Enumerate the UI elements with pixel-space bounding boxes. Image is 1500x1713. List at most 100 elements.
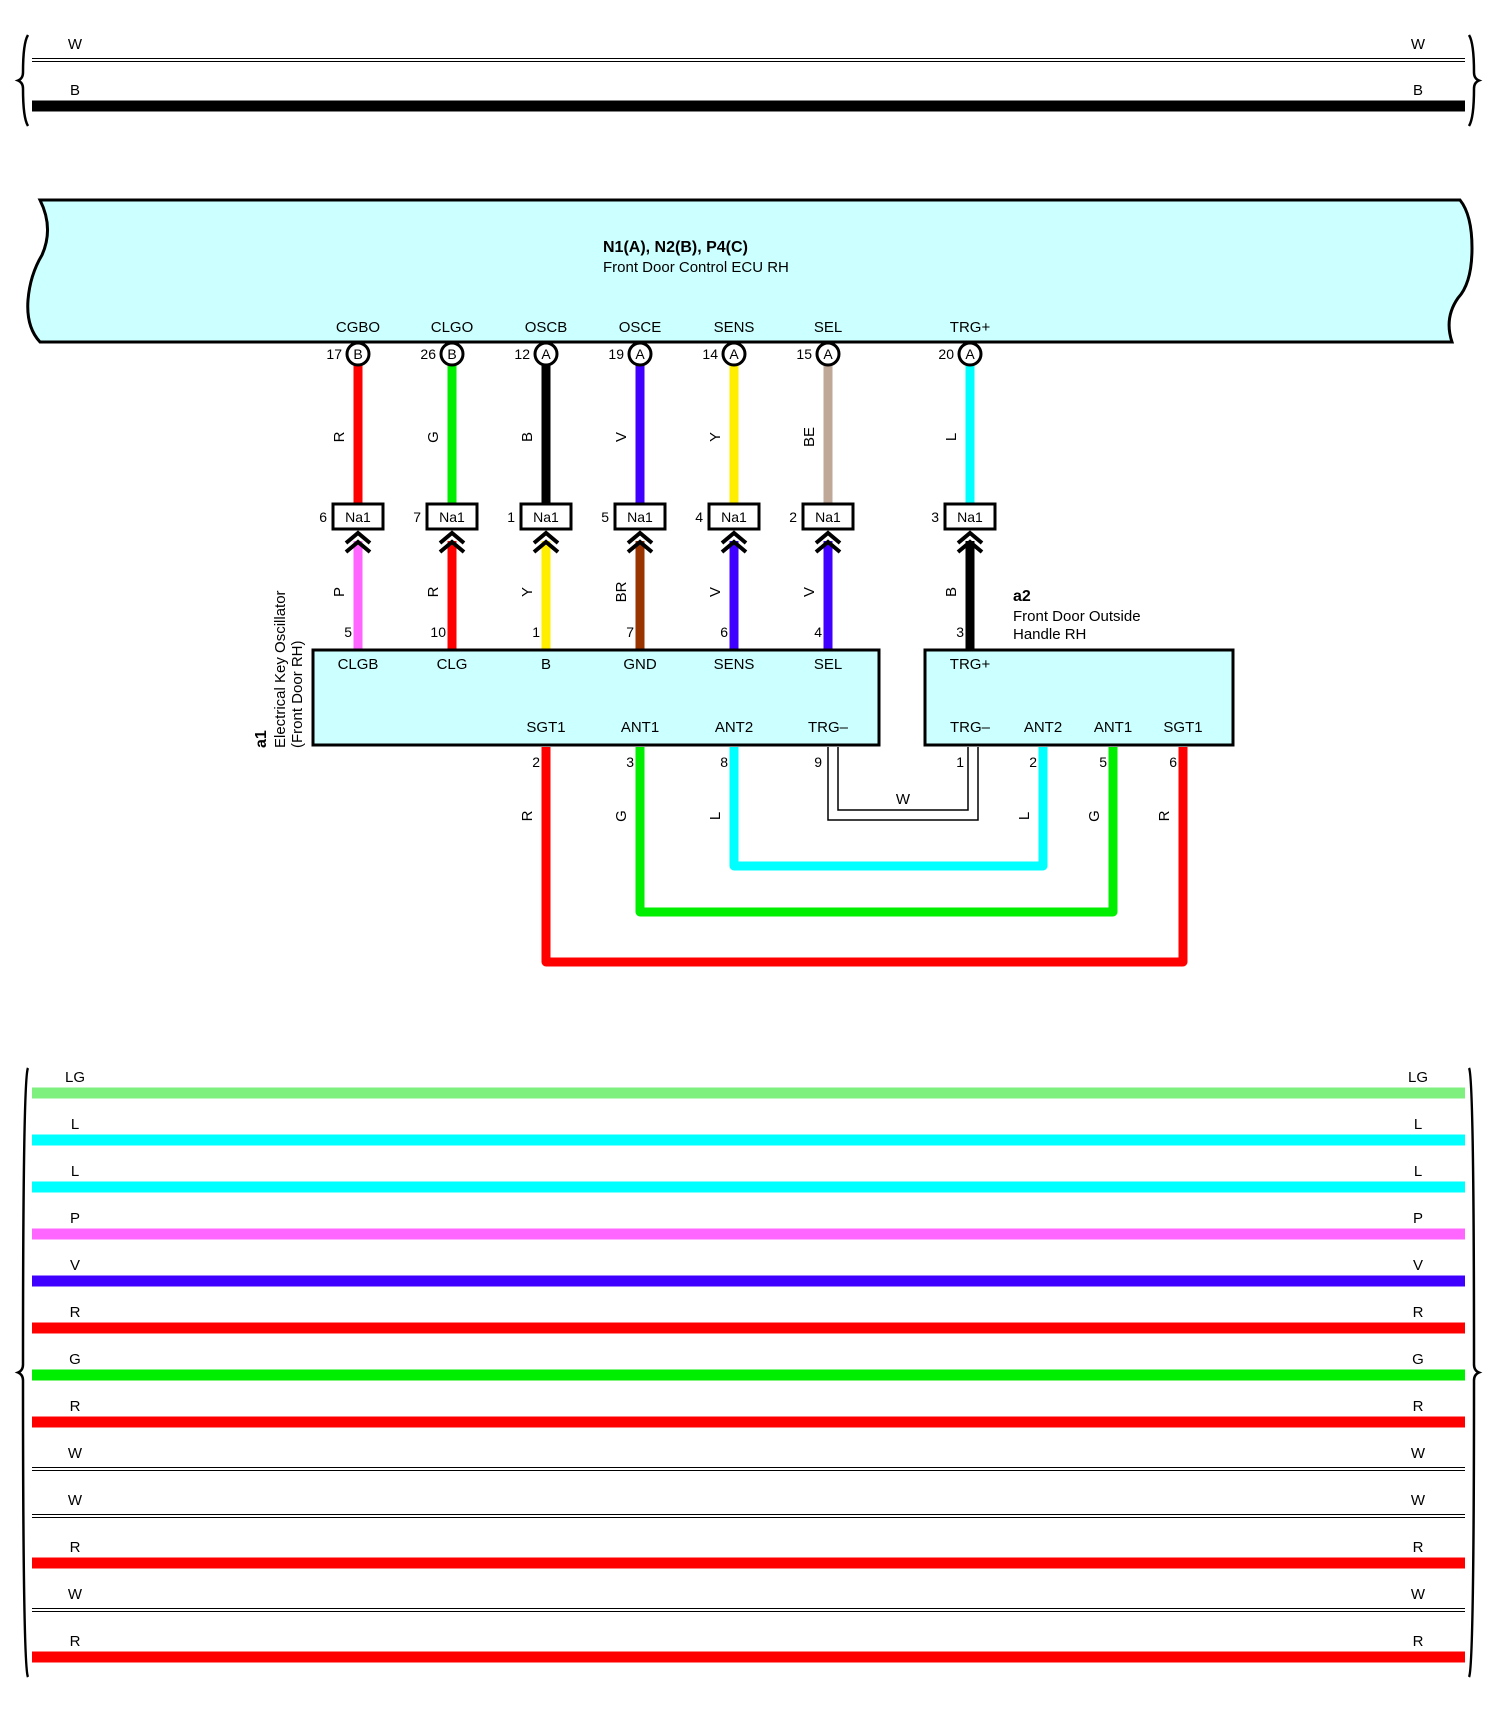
upper-wire-label-3: V <box>613 432 630 442</box>
ecu-pin-connector-1 <box>439 341 465 367</box>
interconnect-r <box>541 747 1188 967</box>
interconnect-w-label: W <box>896 791 911 808</box>
junction-pin-3: 5 <box>601 509 609 525</box>
bottom_bus-label-left-8: W <box>68 1445 83 1462</box>
ecu-name: Front Door Control ECU RH <box>603 259 789 276</box>
ecu-pin-name-5: SEL <box>814 319 842 336</box>
ecu-pin-num-5: 15 <box>796 346 812 362</box>
a2-bottom-pin-num-2: 5 <box>1099 754 1107 770</box>
ecu-pin-conn-2: A <box>541 346 551 362</box>
bottom_bus-label-left-10: R <box>70 1539 81 1556</box>
a1-top-pin-num-1: 10 <box>430 624 446 640</box>
junction-chevron-0-0 <box>344 530 372 545</box>
junction-box-2 <box>519 502 573 531</box>
bottom_bus-label-right-7: R <box>1413 1398 1424 1415</box>
interconnect-label-a2-2: L <box>1016 812 1033 820</box>
upper-wire-label-0: R <box>331 431 348 442</box>
junction-chevron-4-1 <box>720 539 748 554</box>
junction-chevron-4-0 <box>720 530 748 545</box>
a1-top-pin-num-5: 4 <box>814 624 822 640</box>
a2-bottom-pin-num-3: 6 <box>1169 754 1177 770</box>
bottom_bus-label-right-11: W <box>1411 1586 1426 1603</box>
bottom_bus-label-left-7: R <box>70 1398 81 1415</box>
interconnect-label-a1-2: L <box>707 812 724 820</box>
a1-bottom-pin-name-0: SGT1 <box>526 719 565 736</box>
ecu-pin-conn-5: A <box>823 346 833 362</box>
bottom_bus-label-left-12: R <box>70 1633 81 1650</box>
interconnect-label-a2-1: G <box>1086 810 1103 822</box>
a1-top-pin-name-1: CLG <box>437 656 468 673</box>
ecu-pin-conn-6: A <box>965 346 975 362</box>
a2-top-pin-num-0: 3 <box>956 624 964 640</box>
interconnect-g <box>635 747 1118 917</box>
junction-label-5: Na1 <box>815 509 841 525</box>
interconnect-label-a1-1: G <box>613 810 630 822</box>
a1-top-pin-name-0: CLGB <box>338 656 379 673</box>
a2-bottom-pin-num-0: 1 <box>956 754 964 770</box>
a2-bottom-pin-name-2: ANT1 <box>1094 719 1132 736</box>
front-door-control-ecu: N1(A), N2(B), P4(C) Front Door Control E… <box>26 198 1474 344</box>
a2-bottom-pin-name-3: SGT1 <box>1163 719 1202 736</box>
junction-box-6 <box>943 502 997 531</box>
a1-top-pin-num-4: 6 <box>720 624 728 640</box>
a1-bottom-pin-name-1: ANT1 <box>621 719 659 736</box>
ecu-pin-conn-4: A <box>729 346 739 362</box>
ecu-pin-connector-4 <box>721 341 747 367</box>
ecu-pin-name-1: CLGO <box>431 319 474 336</box>
junction-label-6: Na1 <box>957 509 983 525</box>
upper-wire-label-1: G <box>425 431 442 443</box>
bottom_bus-label-right-6: G <box>1412 1351 1424 1368</box>
a1-top-pin-name-2: B <box>541 656 551 673</box>
a1-code: a1 <box>253 730 270 748</box>
a1-top-pin-num-3: 7 <box>626 624 634 640</box>
ecu-pin-name-3: OSCE <box>619 319 662 336</box>
a1-name-line1: Electrical Key Oscillator <box>272 590 289 748</box>
a1-bottom-pin-num-1: 3 <box>626 754 634 770</box>
lower-wire-label-4: V <box>707 587 724 597</box>
lower-wire-label-0: P <box>331 587 348 597</box>
ecu-pin-connector-3 <box>627 341 653 367</box>
bottom_bus-label-right-3: P <box>1413 1210 1423 1227</box>
junction-label-1: Na1 <box>439 509 465 525</box>
bottom_bus-label-left-9: W <box>68 1492 83 1509</box>
ecu-pin-name-2: OSCB <box>525 319 568 336</box>
ecu-pin-num-6: 20 <box>938 346 954 362</box>
ecu-pin-name-6: TRG+ <box>950 319 991 336</box>
ecu-pin-name-4: SENS <box>714 319 755 336</box>
junction-pin-2: 1 <box>507 509 515 525</box>
a1-top-pin-num-0: 5 <box>344 624 352 640</box>
bottom_bus-label-right-10: R <box>1413 1539 1424 1556</box>
a1-top-pin-name-5: SEL <box>814 656 842 673</box>
upper-wire-label-6: L <box>943 433 960 441</box>
ecu-pin-name-0: CGBO <box>336 319 380 336</box>
lower-wire-label-1: R <box>425 586 442 597</box>
junction-chevron-3-1 <box>626 539 654 554</box>
lower-wire-label-3: BR <box>613 581 630 602</box>
bottom_bus-label-right-5: R <box>1413 1304 1424 1321</box>
junction-chevron-3-0 <box>626 530 654 545</box>
top_bus-label-right-0: W <box>1411 36 1426 53</box>
ecu-pin-num-2: 12 <box>514 346 530 362</box>
bottom_bus-label-right-1: L <box>1414 1116 1422 1133</box>
junction-chevron-5-0 <box>814 530 842 545</box>
bottom_bus-label-left-4: V <box>70 1257 80 1274</box>
upper-wire-label-4: Y <box>707 432 724 442</box>
interconnect-l <box>729 747 1048 871</box>
interconnect-w-outer <box>827 747 979 821</box>
junction-label-3: Na1 <box>627 509 653 525</box>
junction-chevron-6-1 <box>956 539 984 554</box>
bottom_bus-label-right-4: V <box>1413 1257 1423 1274</box>
top_bus-label-left-0: W <box>68 36 83 53</box>
top_bus-label-right-1: B <box>1413 82 1423 99</box>
junction-label-2: Na1 <box>533 509 559 525</box>
ecu-pin-num-3: 19 <box>608 346 624 362</box>
interconnect-label-a2-0: R <box>1156 810 1173 821</box>
junction-chevron-5-1 <box>814 539 842 554</box>
a2-top-pin-name-0: TRG+ <box>950 656 991 673</box>
bottom_bus-label-left-0: LG <box>65 1069 85 1086</box>
a2-code: a2 <box>1013 588 1031 605</box>
